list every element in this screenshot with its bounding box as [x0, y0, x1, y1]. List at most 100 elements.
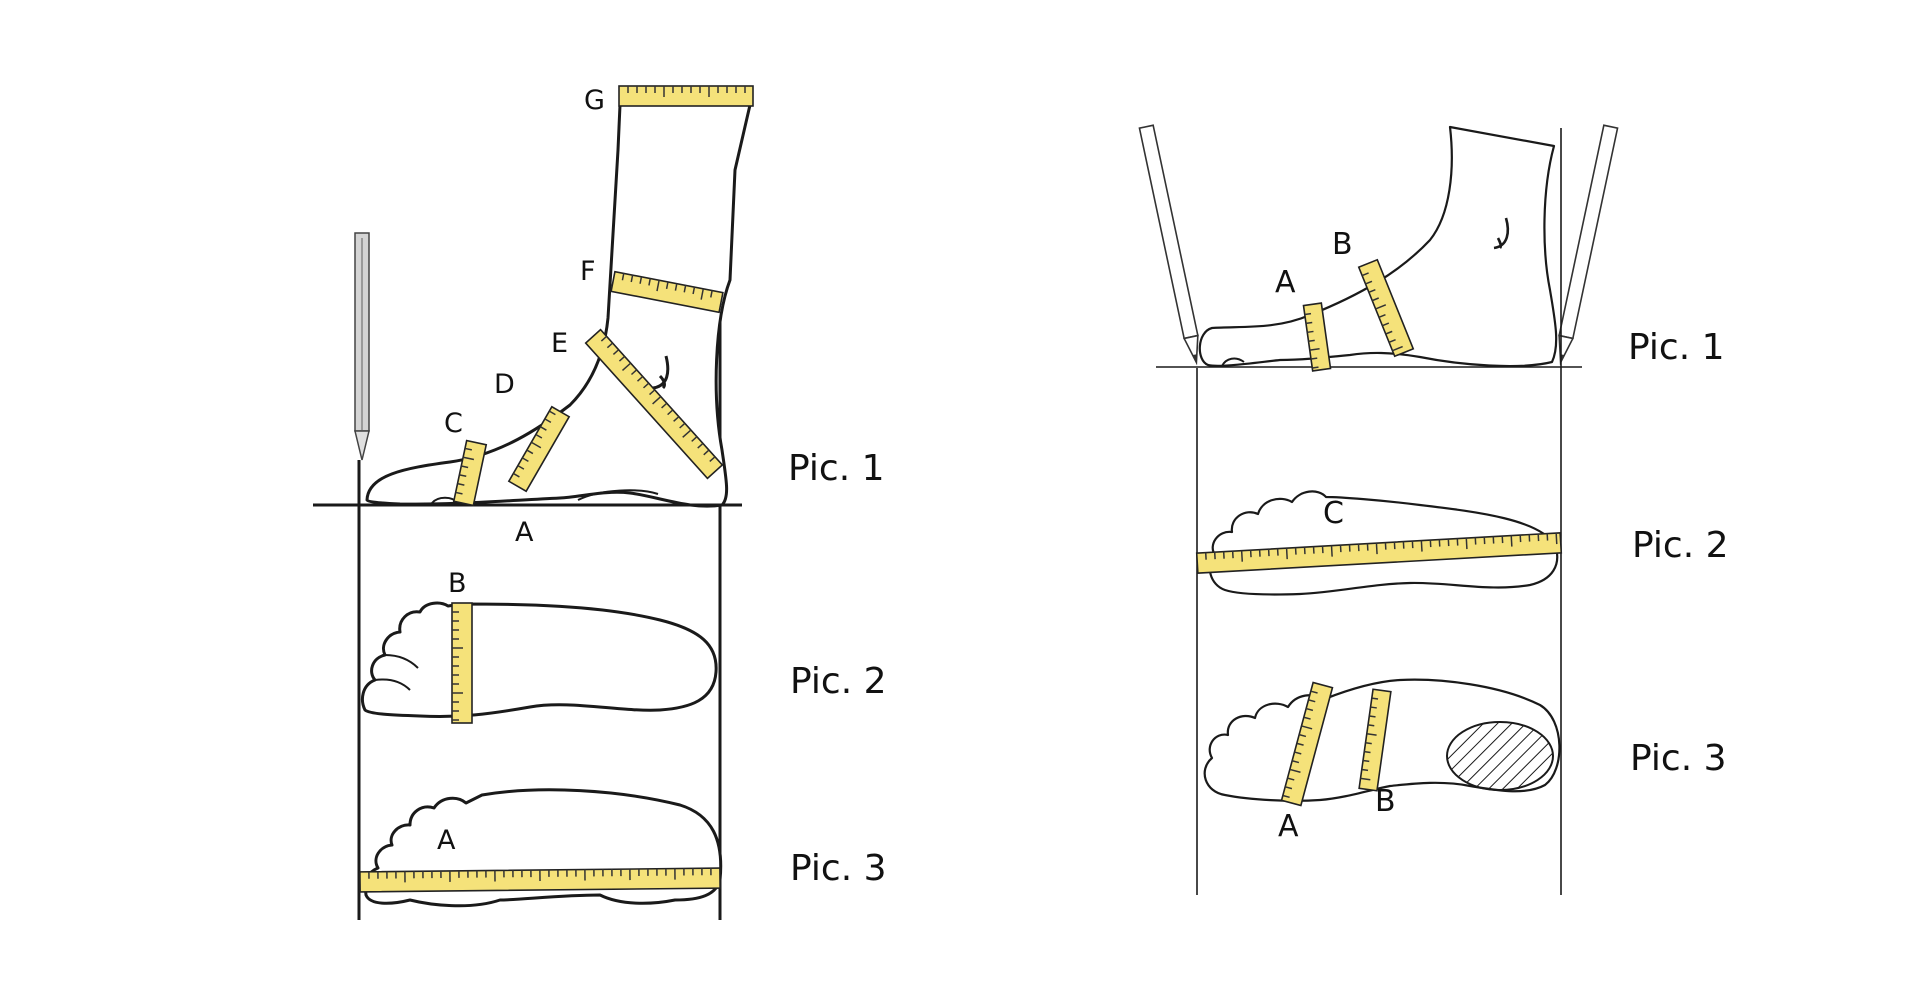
letter-d: D [494, 369, 515, 400]
tape-tick [1375, 543, 1378, 555]
tape-tick [1305, 321, 1313, 325]
left-panel: G F E D C A B A Pic. 1 Pic. 2 Pic. 3 [313, 85, 887, 920]
tape-tick [1555, 533, 1558, 545]
tape-tick [700, 288, 705, 300]
right-tape-a-side [1302, 302, 1332, 372]
tape-tick [674, 283, 678, 291]
caption-right-pic1: Pic. 1 [1628, 327, 1725, 368]
tape-tick [1362, 759, 1370, 763]
tape-tick [1309, 348, 1320, 351]
right-tape-c-sole [1195, 532, 1563, 574]
tape-tick [1378, 313, 1386, 319]
tape-tick [621, 273, 625, 281]
right-letter-b-side: B [1332, 227, 1353, 262]
tape-tick [1420, 540, 1423, 552]
letter-a-sole: A [437, 825, 456, 856]
right-panel: A B C A B Pic. 1 Pic. 2 Pic. 3 [1138, 124, 1729, 895]
tape-tick [1366, 733, 1377, 736]
tape-tick [667, 409, 674, 416]
tape-f [610, 270, 724, 314]
tape-tick [665, 281, 669, 290]
right-letter-a-side: A [1275, 265, 1296, 300]
tape-tick [1291, 760, 1300, 764]
pencil-left-icon [1138, 124, 1199, 366]
right-letter-b-bottom: B [1375, 784, 1396, 819]
tape-tick [526, 449, 534, 455]
tape-tick [1375, 304, 1387, 310]
tape-tick [1304, 312, 1312, 316]
tape-tick [1240, 550, 1244, 562]
tape-tick [1301, 725, 1313, 730]
tape-tick [1298, 733, 1307, 738]
tape-tick [1361, 768, 1369, 772]
tape-tick [1287, 777, 1295, 781]
tape-tick [652, 396, 662, 405]
right-letter-a-bottom: A [1278, 809, 1299, 844]
tape-tick [673, 416, 680, 422]
tape-tick [639, 276, 643, 284]
tape-tick [1369, 715, 1376, 718]
tape-tick [630, 369, 638, 376]
tape-tick [612, 349, 620, 355]
tape-tick [1308, 699, 1316, 703]
tape-tick [1365, 280, 1373, 285]
tape-tick [1370, 706, 1377, 709]
tape-tick [462, 456, 475, 461]
tape-tick [710, 290, 713, 298]
tape-tick [709, 456, 716, 463]
right-tape-b-side [1357, 258, 1415, 358]
tape-tick [679, 422, 686, 429]
tape-a-sole [359, 867, 721, 893]
tape-tick [648, 278, 651, 286]
tape-tick [1367, 724, 1375, 727]
tape-tick [517, 465, 525, 470]
tape-tick [618, 355, 626, 362]
tape-tick [630, 274, 634, 283]
tape-tick [1385, 330, 1393, 335]
tape-tick [457, 482, 465, 486]
caption-left-pic2: Pic. 2 [790, 661, 887, 702]
tape-tick [1282, 794, 1290, 799]
tape-tick [691, 436, 698, 442]
tape-tick [649, 389, 656, 396]
caption-right-pic2: Pic. 2 [1632, 525, 1729, 566]
tape-tick [692, 287, 696, 295]
tape-tick [1382, 322, 1390, 327]
tape-tick [1294, 751, 1302, 755]
tape-c [452, 439, 488, 507]
tape-tick [621, 362, 632, 372]
tape-tick [464, 447, 473, 451]
letter-c: C [444, 408, 463, 439]
tape-tick [521, 457, 529, 463]
tape-tick [600, 335, 608, 342]
tape-b [451, 602, 473, 724]
tape-tick [1371, 697, 1379, 700]
tape-tick [1296, 742, 1304, 746]
tape-tick [455, 491, 463, 495]
tape-tick [636, 375, 644, 382]
caption-left-pic1: Pic. 1 [788, 448, 885, 489]
right-foot-side-outline [1198, 125, 1558, 368]
tape-tick [1289, 768, 1301, 773]
tape-tick [530, 441, 542, 449]
tape-d [507, 405, 571, 493]
right-tape-b-bottom [1358, 688, 1392, 792]
pencil-right-icon [1558, 124, 1619, 366]
tape-tick [1285, 548, 1288, 560]
tape-tick [461, 465, 469, 469]
letter-a-side: A [515, 517, 534, 548]
tape-tick [1371, 297, 1380, 302]
right-tape-a-bottom [1280, 681, 1334, 807]
tape-tick [1284, 786, 1293, 790]
tape-tick [703, 449, 710, 456]
tape-tick [643, 382, 650, 389]
tape-e [584, 328, 724, 480]
tape-tick [459, 474, 467, 478]
tape-tick [1310, 357, 1318, 360]
tape-tick [697, 442, 704, 449]
tape-tick [1392, 345, 1403, 352]
letter-f: F [580, 256, 596, 287]
tape-tick [544, 418, 552, 424]
tape-tick [1307, 330, 1314, 334]
